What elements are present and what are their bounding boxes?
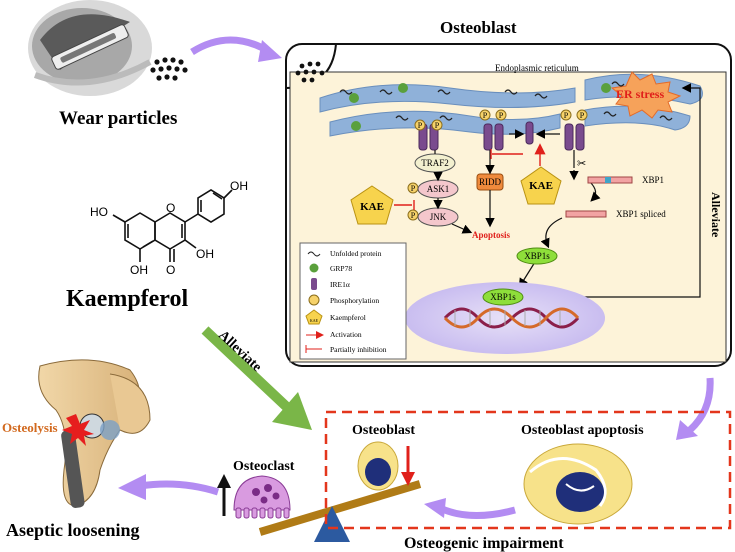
legend-box xyxy=(299,242,407,360)
osteogenic-impairment-box xyxy=(324,410,732,530)
grp78-icon xyxy=(309,263,319,273)
svg-text:P: P xyxy=(483,111,488,120)
ridd-node: RIDD xyxy=(476,173,504,191)
svg-text:HO: HO xyxy=(90,205,108,219)
svg-text:JNK: JNK xyxy=(430,212,447,222)
svg-text:Unfolded protein: Unfolded protein xyxy=(330,249,382,258)
xbp1s-protein-nucleus: XBP1s xyxy=(482,288,524,306)
kaempferol-structure xyxy=(112,189,233,262)
wear-particle-dots xyxy=(150,57,188,81)
legend-icons xyxy=(305,251,324,353)
apoptosis-label: Apoptosis xyxy=(472,230,511,240)
wear-particles-label: Wear particles xyxy=(59,108,177,129)
svg-text:P: P xyxy=(435,121,440,130)
ire1a-receptors xyxy=(418,121,585,151)
osteoclast-up-arrow xyxy=(217,474,231,516)
svg-text:Phosphorylation: Phosphorylation xyxy=(330,296,379,305)
scissors-icon: ✂ xyxy=(577,158,586,170)
svg-text:OH: OH xyxy=(130,263,148,277)
xbp1s-protein-top: XBP1s xyxy=(516,247,558,265)
svg-text:XBP1s: XBP1s xyxy=(524,251,550,261)
osteolysis-burst-icon xyxy=(62,414,94,446)
kaempferol-name: Kaempferol xyxy=(66,286,189,312)
xbp1-label: XBP1 xyxy=(642,175,664,185)
ire1a-icon xyxy=(311,278,317,290)
svg-text:ER stress: ER stress xyxy=(616,87,664,101)
svg-text:Kaempferol: Kaempferol xyxy=(330,313,366,322)
er-label: Endoplasmic reticulum xyxy=(495,63,579,73)
svg-text:OH: OH xyxy=(230,179,248,193)
pathway-arrows xyxy=(433,83,701,298)
unfolded-protein-markers xyxy=(339,81,673,121)
xbp1-mrna xyxy=(587,176,633,184)
svg-text:Partially inhibition: Partially inhibition xyxy=(330,345,387,354)
osteogenic-impairment-label: Osteogenic impairment xyxy=(404,535,564,552)
hip-prosthesis-icon xyxy=(28,0,152,96)
aseptic-loosening-label: Aseptic loosening xyxy=(6,520,140,540)
osteoblast-cell-small xyxy=(357,441,399,491)
alleviate-green-arrow xyxy=(201,326,312,430)
svg-text:P: P xyxy=(411,211,416,220)
svg-text:ASK1: ASK1 xyxy=(427,184,450,194)
osteoblast-down-arrow xyxy=(401,446,415,486)
phosphorylation-markers: P P P P P P P P xyxy=(407,109,588,221)
traf2-node: TRAF2 xyxy=(414,153,456,173)
osteoblast-small-label: Osteoblast xyxy=(352,423,415,438)
arrow-head-panel xyxy=(676,420,698,440)
arrow-wear-to-osteoblast xyxy=(190,36,272,56)
svg-text:GRP78: GRP78 xyxy=(330,264,352,273)
svg-text:KAE: KAE xyxy=(360,201,384,213)
alleviate-right-label: Alleviate xyxy=(709,192,723,238)
arrow-apoptosis-to-osteoblast xyxy=(438,504,516,520)
arrow-head-hip xyxy=(118,474,146,500)
osteoclast-label: Osteoclast xyxy=(233,459,295,474)
kae-left-icon: KAE xyxy=(350,185,394,225)
jnk-node: JNK xyxy=(417,207,459,227)
svg-text:P: P xyxy=(564,111,569,120)
nucleus xyxy=(405,282,605,354)
legend-kae-badge: KAE xyxy=(310,318,319,323)
grp78-markers xyxy=(349,83,611,131)
kaempferol-atom-labels: HO OH OH OH O O xyxy=(90,179,248,277)
unfolded-protein-icon xyxy=(307,251,321,257)
apoptotic-osteoblast-cell xyxy=(523,443,633,525)
svg-text:IRE1α: IRE1α xyxy=(330,280,350,289)
svg-text:P: P xyxy=(580,111,585,120)
phosphorylation-icon xyxy=(308,294,320,306)
svg-text:P: P xyxy=(411,184,416,193)
xbp1-spliced-mrna xyxy=(565,210,607,218)
osteoblast-panel-title: Osteoblast xyxy=(440,18,517,37)
er-stress-burst: ER stress xyxy=(610,71,682,119)
svg-text:P: P xyxy=(499,111,504,120)
osteoclast-cell xyxy=(233,475,291,519)
arrow-head-wear xyxy=(258,40,282,62)
svg-text:TRAF2: TRAF2 xyxy=(421,158,449,168)
osteoblast-apoptosis-label: Osteoblast apoptosis xyxy=(521,423,644,438)
kae-right-icon: KAE xyxy=(520,166,562,205)
legend-labels: Unfolded protein GRP78 IRE1α Phosphoryla… xyxy=(330,249,387,354)
svg-text:P: P xyxy=(418,121,423,130)
svg-text:O: O xyxy=(166,201,175,215)
svg-text:KAE: KAE xyxy=(529,180,553,192)
osteolysis-label: Osteolysis xyxy=(2,420,58,435)
kaempferol-icon xyxy=(305,309,323,325)
ask1-node: ASK1 xyxy=(417,179,459,199)
svg-text:XBP1s: XBP1s xyxy=(490,292,516,302)
svg-text:Activation: Activation xyxy=(330,330,362,339)
arrow-panel-to-impairment xyxy=(687,377,714,433)
svg-text:O: O xyxy=(166,263,175,277)
svg-text:OH: OH xyxy=(196,247,214,261)
xbp1-spliced-label: XBP1 spliced xyxy=(616,209,666,219)
panel-particle-dots xyxy=(295,61,325,83)
svg-text:RIDD: RIDD xyxy=(479,177,501,187)
arrow-head-apoptosis xyxy=(424,498,446,518)
arrow-to-hip xyxy=(139,480,220,496)
inhibition-lines xyxy=(394,143,546,210)
seesaw xyxy=(258,480,422,542)
